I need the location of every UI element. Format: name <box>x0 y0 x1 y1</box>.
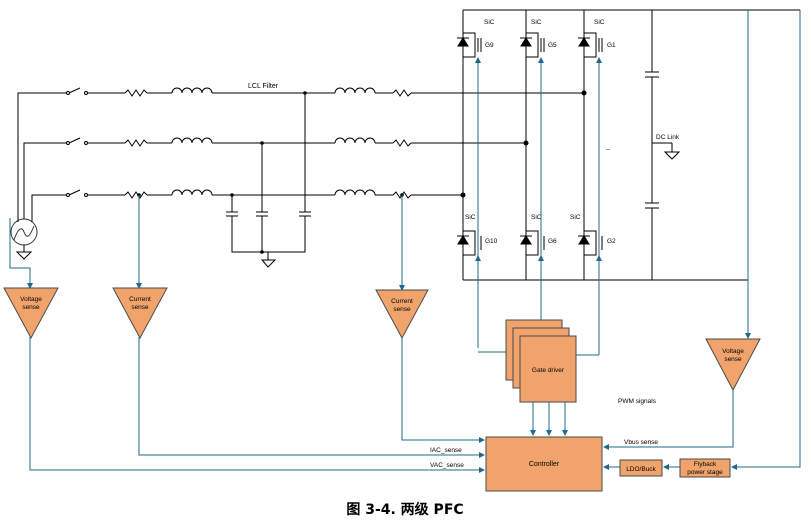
gate-label-g2: G2 <box>607 238 616 245</box>
ldo-buck-block <box>619 459 663 477</box>
current-sense-mid-triangle <box>112 287 168 340</box>
gate-driver-label: Gate driver <box>532 367 565 374</box>
current-sense-right-line2: sense <box>393 306 411 313</box>
ldo-buck-label: LDO/Buck <box>626 466 656 473</box>
sic-label-top-2: SiC <box>531 19 542 26</box>
current-sense-right-triangle <box>375 289 429 340</box>
dc-link-label: DC Link <box>656 134 680 141</box>
signal-lines <box>9 10 801 473</box>
voltage-sense-left-triangle <box>3 287 59 340</box>
sense-triangles <box>3 287 761 392</box>
current-sense-mid-line2: sense <box>131 304 149 311</box>
flyback-line2: power stage <box>687 469 723 476</box>
gate-driver-stack <box>505 319 577 403</box>
voltage-sense-left-line1: Voltage <box>20 296 42 303</box>
bridge-wiring <box>462 9 800 281</box>
figure-caption: 图 3-4. 两级 PFC <box>346 501 463 518</box>
flyback-block <box>679 458 731 478</box>
gate-label-g5: G5 <box>548 42 557 49</box>
sic-label-bot-3: SiC <box>570 214 581 221</box>
voltage-sense-left-line2: sense <box>22 304 40 311</box>
sic-label-top-3: SiC <box>594 19 605 26</box>
iac-sense-label: IAC_sense <box>430 447 462 454</box>
sic-label-bot-2: SiC <box>531 214 542 221</box>
gate-label-g6: G6 <box>548 238 557 245</box>
minus-sign: − <box>606 147 610 154</box>
pwm-signals-label: PWM signals <box>618 398 657 405</box>
controller-label: Controller <box>529 461 560 468</box>
vac-sense-label: VAC_sense <box>430 462 464 469</box>
junction-dots <box>137 90 587 254</box>
sic-label-bot-1: SiC <box>465 214 476 221</box>
lcl-filter-label: LCL Filter <box>248 83 279 90</box>
controller-block <box>485 436 603 492</box>
gate-label-g1: G1 <box>607 42 616 49</box>
current-sense-mid-line1: Current <box>129 296 151 303</box>
voltage-sense-right-line1: Voltage <box>722 348 744 355</box>
flyback-line1: Flyback <box>694 461 717 468</box>
vbus-sense-label: Vbus sense <box>624 439 658 446</box>
voltage-sense-right-line2: sense <box>724 356 742 363</box>
phase-wires <box>17 87 584 268</box>
gate-label-g9: G9 <box>485 42 494 49</box>
ac-source <box>10 218 38 260</box>
current-sense-right-line1: Current <box>391 298 413 305</box>
voltage-sense-right-triangle <box>705 338 761 392</box>
sic-label-top-1: SiC <box>484 19 495 26</box>
mosfets <box>457 30 603 258</box>
gate-label-g10: G10 <box>485 238 498 245</box>
